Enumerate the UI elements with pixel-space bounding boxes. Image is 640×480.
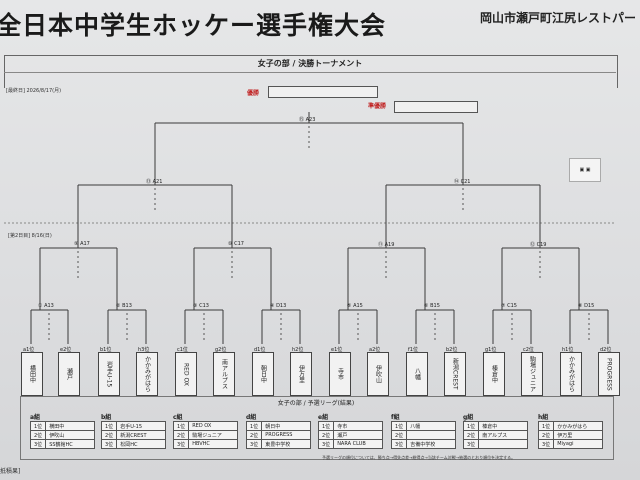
round1-code: ② B13 [116,303,132,309]
team-seed: d2位 [600,347,612,353]
group-name: d組 [246,414,257,421]
panel-divider [4,72,616,73]
team-seed: e2位 [60,347,72,353]
team-box: 横田中 [21,352,43,396]
bracket-panel [4,55,618,88]
semi-code: ⑭ C21 [454,179,471,185]
champion-label: 優勝 [247,90,260,97]
quarter-code: ⑪ A19 [378,242,395,248]
team-seed: f1位 [408,347,418,353]
team-box: 新潟CREST [444,352,466,396]
team-seed: b1位 [100,347,112,353]
team-seed: b2位 [446,347,458,353]
team-seed: c1位 [177,347,188,353]
bottom-left-label: 抵積果] [0,468,21,475]
round1-code: ⑧ D15 [578,303,595,309]
team-box: 駒場ジュニア [521,352,543,396]
group-name: c組 [173,414,183,421]
round1-code: ③ C13 [193,303,209,309]
team-box: 瀬戸 [58,352,80,396]
quarter-code: ⑩ C17 [228,241,244,247]
group-table: 1位岩手U-15 2位新潟CREST 3位松岡HC [100,421,167,449]
league-title: 女子の部 / 予選リーグ(結果) [277,400,355,407]
team-box: RED OX [175,352,197,396]
group-name: b組 [101,414,112,421]
team-box: 伊吹山 [367,352,389,396]
round1-code: ⑥ B15 [424,303,440,309]
team-box: かかみがはら [560,352,582,396]
group-name: a組 [30,414,41,421]
semi-code: ⑬ A21 [146,179,163,185]
venue-label: 岡山市瀬戸町江尻レストパー [479,11,636,25]
group-table: 1位榛倉中 2位南アルプス 3位 [462,421,529,449]
group-name: f組 [391,414,400,421]
team-box: PROGRESS [598,352,620,396]
team-seed: h3位 [138,347,150,353]
round1-code: ⑤ A15 [347,303,363,309]
team-box: 南アルプス [213,352,235,396]
runner-up-box [394,101,478,113]
page-title: 全日本中学生ホッケー選手権大会 [0,11,387,40]
team-seed: g1位 [485,347,497,353]
team-seed: e1位 [331,347,343,353]
team-box: 伊万里 [290,352,312,396]
group-name: e組 [318,414,329,421]
quarter-code: ⑫ C19 [530,242,547,248]
quarter-code: ⑨ A17 [74,241,90,247]
league-panel [20,396,614,460]
team-seed: a2位 [369,347,381,353]
team-box: 寺市 [329,352,351,396]
team-seed: g2位 [215,347,227,353]
panel-title: 女子の部 / 決勝トーナメント [257,59,363,68]
team-seed: h2位 [292,347,304,353]
team-box: 朝日中 [252,352,274,396]
group-name: g組 [463,414,474,421]
league-group: b組 1位岩手U-15 2位新潟CREST 3位松岡HC [100,412,167,449]
round1-code: ① A13 [38,303,54,309]
team-box: かかみがはら [136,352,158,396]
round2-date: [第2日目] 8/16(日) [8,233,52,239]
team-box: 榛倉中 [483,352,505,396]
team-box: 岩手U-15 [98,352,120,396]
sponsor-logo: ▣ ▣ [569,158,601,182]
round1-code: ④ D13 [270,303,287,309]
league-note: 予選リーグの順位については、勝ち点→得失点差→総得点→当該チーム対戦→抽選のとお… [322,455,516,460]
group-table: 1位八幡 2位 3位吉備中学校 [390,421,457,449]
team-seed: d1位 [254,347,266,353]
team-seed: h1位 [562,347,574,353]
team-box: 八幡 [406,352,428,396]
round1-code: ⑦ C15 [501,303,517,309]
runner-up-label: 準優勝 [368,103,387,110]
team-seed: a1位 [23,347,35,353]
league-group: g組 1位榛倉中 2位南アルプス 3位 [462,412,529,449]
group-name: h組 [538,414,549,421]
league-group: f組 1位八幡 2位 3位吉備中学校 [390,412,457,449]
final-code: ⑮ A23 [299,117,316,123]
champion-box [268,86,378,98]
team-seed: c2位 [523,347,534,353]
final-date: [最終日] 2026/8/17(月) [6,88,62,94]
